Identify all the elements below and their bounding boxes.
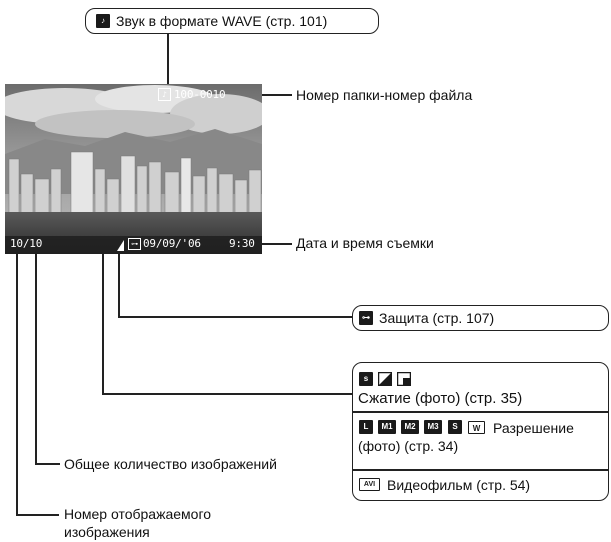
total-images-label: Общее количество изображений — [64, 456, 277, 472]
resolution-label-2: (фото) (стр. 34) — [358, 438, 459, 454]
current-image-connector-h — [16, 514, 59, 516]
current-image-label-2: изображения — [64, 524, 150, 540]
res-icon-w: W — [468, 421, 485, 434]
res-icon-s: S — [448, 420, 462, 434]
folder-file-connector — [262, 94, 292, 96]
protect-key-icon: ⊶ — [359, 311, 373, 325]
protect-box: ⊶ Защита (стр. 107) — [352, 305, 609, 331]
compression-label: Сжатие (фото) (стр. 35) — [358, 390, 523, 407]
normal-icon — [396, 371, 412, 387]
res-icon-m1: M1 — [378, 420, 396, 434]
res-icon-l: L — [359, 420, 373, 434]
info-divider-1 — [353, 411, 608, 413]
osd-time: 9:30 — [229, 237, 255, 250]
current-image-label-1: Номер отображаемого — [64, 506, 212, 522]
datetime-connector — [262, 243, 292, 245]
osd-compression-icon — [117, 238, 124, 251]
wave-connector — [167, 34, 169, 86]
res-icon-m2: M2 — [401, 420, 419, 434]
superfine-icon: s — [359, 372, 373, 386]
osd-wave-icon: ♪ — [158, 88, 171, 101]
protect-connector-h — [118, 316, 353, 318]
wave-sound-icon: ♪ — [96, 14, 110, 28]
osd-date: 09/09/'06 — [143, 237, 201, 250]
compression-connector-v — [102, 254, 104, 394]
movie-avi-icon: AVI — [359, 478, 380, 491]
osd-image-count: 10/10 — [10, 237, 43, 250]
res-icon-m3: M3 — [424, 420, 442, 434]
wave-sound-callout: ♪ Звук в формате WAVE (стр. 101) — [85, 8, 379, 34]
info-box: s Сжатие (фото) (стр. 35) L M1 M2 M3 S W… — [352, 362, 609, 501]
total-images-connector-v — [35, 254, 37, 464]
movie-row: AVI Видеофильм (стр. 54) — [353, 471, 608, 499]
datetime-label: Дата и время съемки — [296, 235, 434, 251]
fine-icon — [377, 371, 393, 387]
info-divider-2 — [353, 469, 608, 471]
osd-protect-icon: ⊶ — [128, 238, 141, 250]
protect-label: Защита (стр. 107) — [379, 310, 495, 326]
folder-file-label: Номер папки-номер файла — [296, 87, 473, 103]
movie-label: Видеофильм (стр. 54) — [387, 477, 531, 493]
camera-screen — [5, 84, 262, 254]
city-photo — [5, 84, 262, 254]
total-images-connector-h — [35, 463, 60, 465]
resolution-label-1: Разрешение — [493, 420, 574, 436]
current-image-connector-v — [16, 254, 18, 515]
resolution-row: L M1 M2 M3 S W Разрешение (фото) (стр. 3… — [353, 413, 608, 469]
protect-connector-v — [118, 254, 120, 317]
osd-folder-file: 100-0010 — [174, 88, 226, 101]
compression-connector-h — [102, 393, 353, 395]
wave-sound-label: Звук в формате WAVE (стр. 101) — [116, 13, 328, 29]
compression-row: s Сжатие (фото) (стр. 35) — [353, 363, 608, 411]
